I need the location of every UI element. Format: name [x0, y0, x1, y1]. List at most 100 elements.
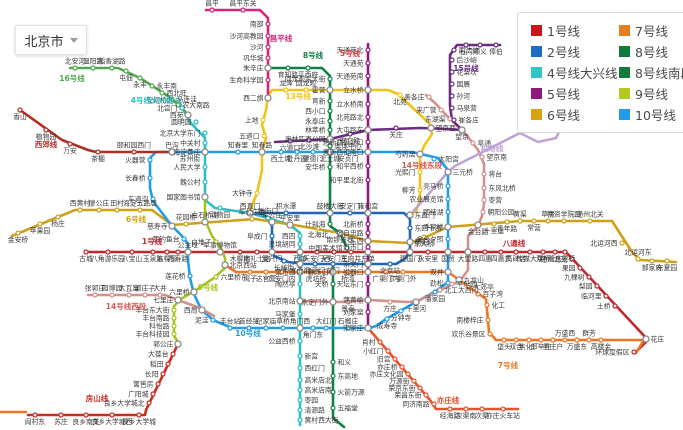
station-上地[interactable] [260, 117, 266, 123]
station-中关村[interactable] [202, 140, 208, 146]
station-丰台东大街[interactable] [171, 307, 177, 313]
station-宋家庄[interactable] [364, 324, 372, 332]
station-西直门[interactable] [246, 209, 254, 217]
station-次渠[interactable] [479, 406, 485, 412]
station-和平门[interactable] [312, 261, 318, 267]
station-临河里[interactable] [603, 293, 609, 299]
station-双桥[interactable] [540, 249, 546, 255]
station-广渠门内[interactable] [383, 269, 389, 275]
station-屯佃[interactable] [123, 68, 129, 74]
station-枣营[interactable] [481, 197, 487, 203]
station-崇文门[interactable] [364, 260, 372, 268]
station-肖村[interactable] [377, 339, 383, 345]
station-立水桥[interactable] [364, 86, 372, 94]
station-军事博物馆[interactable] [216, 248, 224, 256]
station-九棵树[interactable] [586, 274, 592, 280]
station-北沙滩[interactable] [306, 137, 312, 143]
station-东高地[interactable] [330, 373, 336, 379]
station-天桥[interactable] [330, 281, 336, 287]
station-天通苑北[interactable] [365, 47, 371, 53]
station-东湖渠[interactable] [447, 116, 453, 122]
station-大井[interactable] [157, 292, 163, 298]
station-八宝山[interactable] [129, 249, 135, 255]
station-永丰南[interactable] [149, 83, 155, 89]
station-永丰[interactable] [137, 75, 143, 81]
station-霍营[interactable] [326, 86, 334, 94]
station-阜成门[interactable] [269, 233, 275, 239]
station-西二旗[interactable] [264, 94, 272, 102]
station-太阳宫[interactable] [431, 156, 437, 162]
station-西钓鱼台[interactable] [181, 236, 187, 242]
station-焦化厂[interactable] [526, 337, 532, 343]
station-关庄[interactable] [393, 125, 399, 131]
station-圆明园[interactable] [193, 119, 199, 125]
station-大郊亭[interactable] [466, 284, 472, 290]
station-来广营[interactable] [438, 107, 444, 113]
station-土桥[interactable] [612, 303, 618, 309]
station-大望路[interactable] [464, 248, 472, 256]
station-双井[interactable] [444, 268, 452, 276]
station-管庄[interactable] [552, 249, 558, 255]
station-百子湾[interactable] [475, 291, 481, 297]
station-善各庄[interactable] [426, 94, 432, 100]
station-知春路[interactable] [258, 148, 266, 156]
station-泥洼[interactable] [210, 317, 216, 323]
station-良乡大学城北[interactable] [146, 400, 152, 406]
station-车公庄西[interactable] [249, 216, 255, 222]
station-玉泉路[interactable] [150, 249, 156, 255]
station-张郭庄[interactable] [92, 292, 98, 298]
station-人民大学[interactable] [202, 164, 208, 170]
station-苏州街[interactable] [187, 149, 193, 155]
station-新宫[interactable] [297, 353, 303, 359]
station-化工[interactable] [484, 302, 490, 308]
station-西小口[interactable] [327, 108, 333, 114]
station-清源路[interactable] [297, 407, 303, 413]
station-陶然亭[interactable] [297, 281, 303, 287]
station-宣武门[interactable] [296, 260, 304, 268]
station-黄村西大街[interactable] [297, 417, 303, 423]
station-慈寿寺[interactable] [168, 222, 176, 230]
station-草桥[interactable] [280, 325, 286, 331]
station-广渠门外[interactable] [400, 269, 406, 275]
station-新街口[interactable] [265, 215, 271, 221]
station-成寿寺[interactable] [384, 316, 390, 322]
station-良乡南关[interactable] [83, 412, 89, 418]
station-北运河东[interactable] [635, 256, 641, 262]
station-荣昌东街[interactable] [423, 392, 429, 398]
station-阎村东[interactable] [32, 412, 38, 418]
station-建国门[interactable] [406, 248, 414, 256]
station-南礼士路[interactable] [254, 249, 260, 255]
station-大屯路东[interactable] [364, 126, 372, 134]
station-天安门西[interactable] [314, 249, 320, 255]
station-欢乐谷景区[interactable] [487, 331, 493, 337]
station-环球度假区[interactable] [631, 349, 637, 355]
station-国贸[interactable] [444, 248, 452, 256]
station-湾子[interactable] [247, 269, 253, 275]
station-杨庄[interactable] [55, 214, 61, 220]
station-分钟寺[interactable] [398, 308, 404, 314]
station-马连洼[interactable] [169, 96, 175, 102]
station-朝阳公园[interactable] [480, 209, 486, 215]
station-篱笆房[interactable] [155, 381, 161, 387]
station-永安里[interactable] [425, 249, 431, 255]
station-良乡大学城[interactable] [136, 412, 142, 418]
station-望京西[interactable] [427, 124, 435, 132]
station-北宫门[interactable] [179, 105, 185, 111]
station-颐和园西门[interactable] [131, 149, 137, 155]
station-潘家园[interactable] [432, 289, 438, 295]
station-七里庄[interactable] [174, 296, 182, 304]
station-高楼金[interactable] [598, 337, 604, 343]
station-石榴庄[interactable] [345, 325, 351, 331]
station-车道沟[interactable] [150, 196, 156, 202]
station-苹果园[interactable] [37, 221, 43, 227]
station-达官营[interactable] [263, 269, 269, 275]
station-北海北[interactable] [315, 225, 321, 231]
station-十里河[interactable] [412, 298, 420, 306]
station-花梨坎[interactable] [449, 69, 455, 75]
station-物资学院路[interactable] [561, 218, 567, 224]
station-和平里北街[interactable] [365, 177, 371, 183]
station-安定门[interactable] [347, 210, 353, 216]
station-积水潭[interactable] [283, 210, 289, 216]
station-亦庄桥[interactable] [399, 364, 405, 370]
station-西黄村[interactable] [77, 207, 83, 213]
